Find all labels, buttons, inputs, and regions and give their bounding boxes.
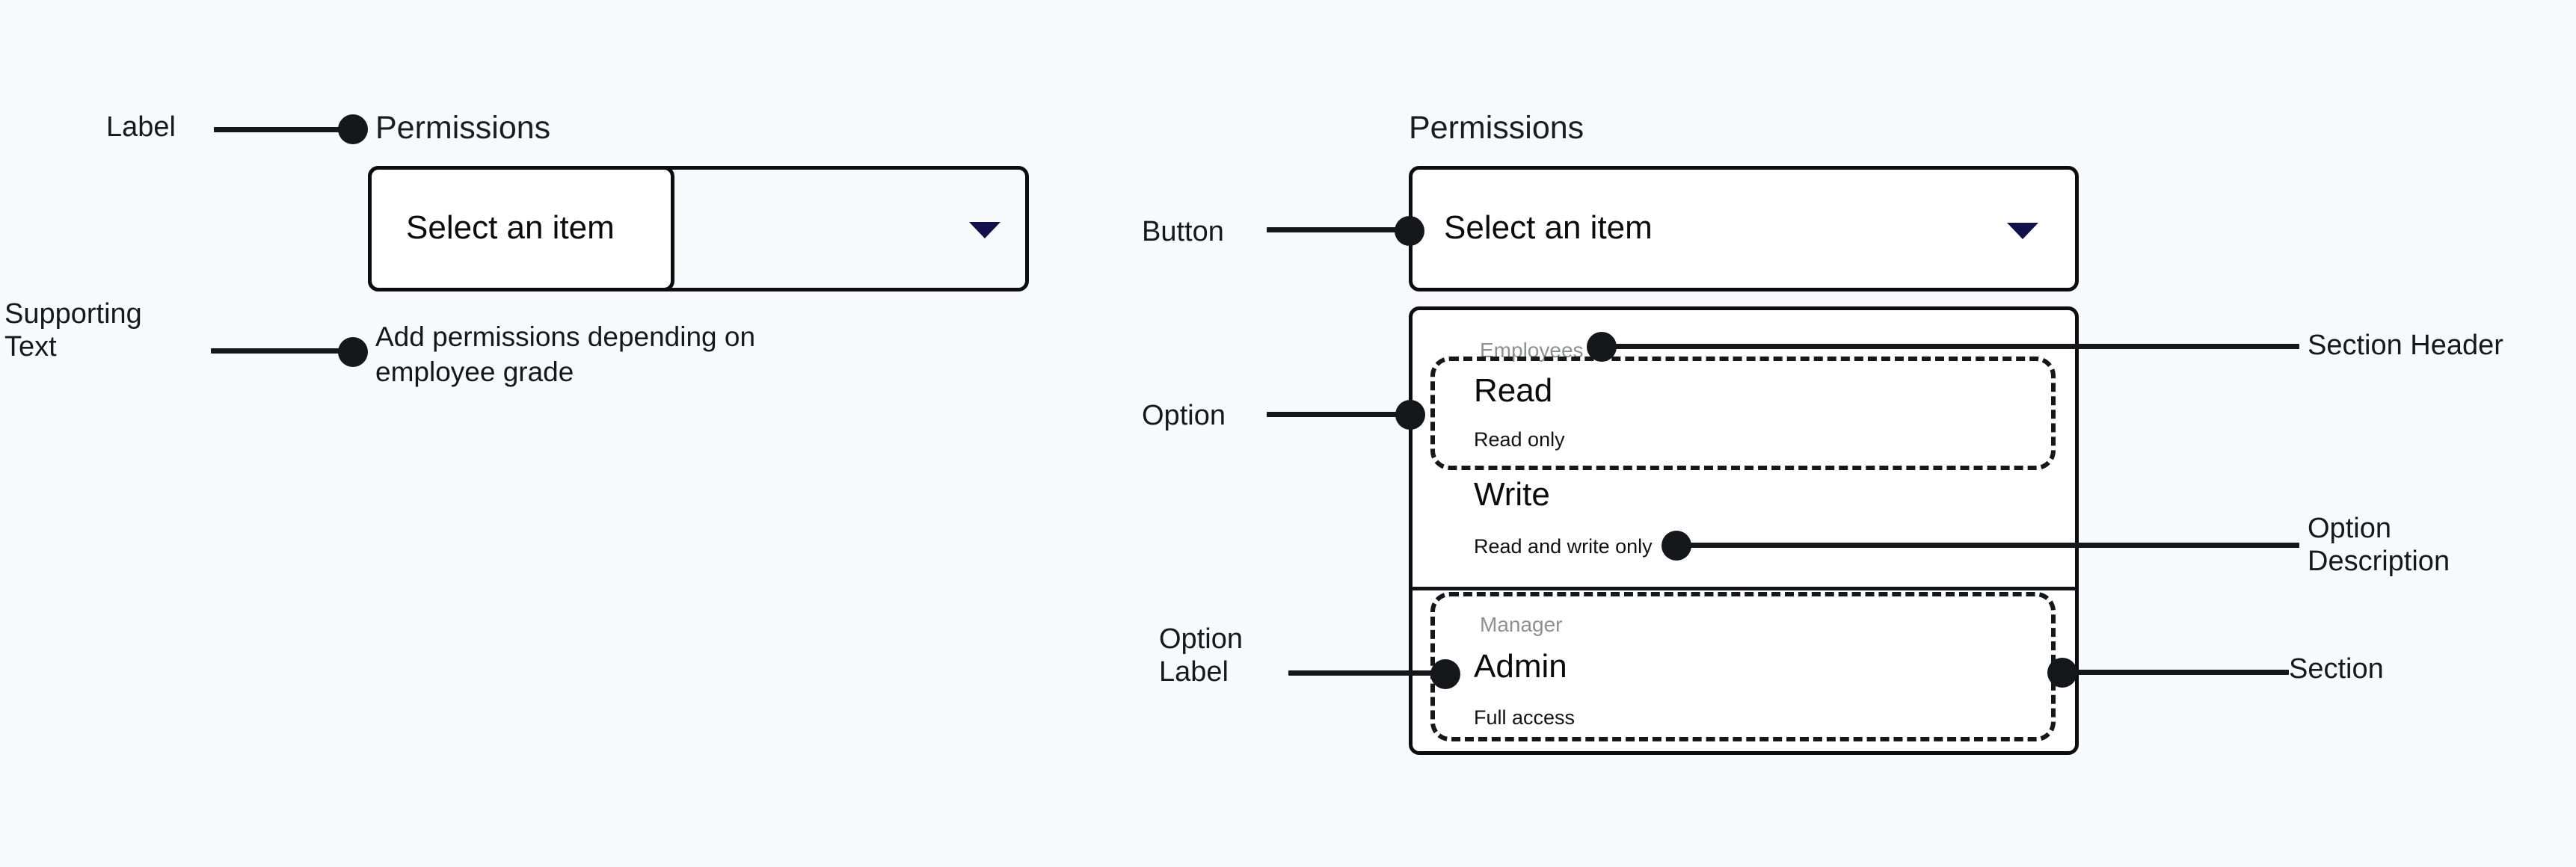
right-option-list[interactable] [1409,306,2079,755]
option-label-write[interactable]: Write [1474,476,1550,513]
annotation-dot-option-label [1430,659,1460,689]
annotation-leader-line-section-header [1611,344,2299,349]
annotation-dot-option [1395,400,1425,430]
annotation-label-button: Button [1142,216,1224,247]
right-field-label: Permissions [1409,110,1584,146]
annotation-leader-line-section [2072,670,2289,675]
left-select-value: Select an item [406,209,615,246]
annotation-dot-supporting-text [338,337,368,367]
left-select-trigger-box[interactable] [368,166,1029,291]
annotation-label-option-description: Option Description [2308,513,2450,578]
left-supporting-text: Add permissions depending on employee gr… [375,321,756,387]
annotation-label-label: Label [106,111,176,143]
option-label-admin[interactable]: Admin [1474,648,1567,685]
annotation-leader-line-label [214,127,345,132]
annotation-leader-line-option-label [1288,670,1438,676]
annotation-leader-line-supporting-text [211,348,353,354]
annotation-dot-label [338,114,368,144]
highlight-ring-option-read [1430,357,2056,470]
annotation-label-section-header: Section Header [2308,330,2503,361]
annotation-label-option-label: Option Label [1159,623,1243,688]
annotation-label-option: Option [1142,400,1226,431]
annotation-label-section: Section [2289,653,2384,685]
chevron-down-icon-right[interactable] [2007,223,2038,239]
annotation-label-supporting-text: Supporting Text [4,298,142,363]
option-description-admin: Full access [1474,706,1576,729]
left-field-label: Permissions [375,110,551,146]
option-description-write: Read and write only [1474,535,1653,558]
annotation-dot-button [1395,216,1424,246]
annotation-leader-line-option-description [1686,543,2299,548]
right-select-value: Select an item [1444,209,1653,246]
right-select-trigger[interactable] [1409,166,2079,291]
section-header-manager: Manager [1480,613,1563,636]
section-divider [1413,587,2075,590]
annotation-leader-line-option [1267,412,1413,417]
chevron-down-icon[interactable] [969,222,1000,238]
annotation-leader-line-button [1267,227,1413,232]
option-label-read[interactable]: Read [1474,372,1553,409]
option-description-read: Read only [1474,428,1565,451]
